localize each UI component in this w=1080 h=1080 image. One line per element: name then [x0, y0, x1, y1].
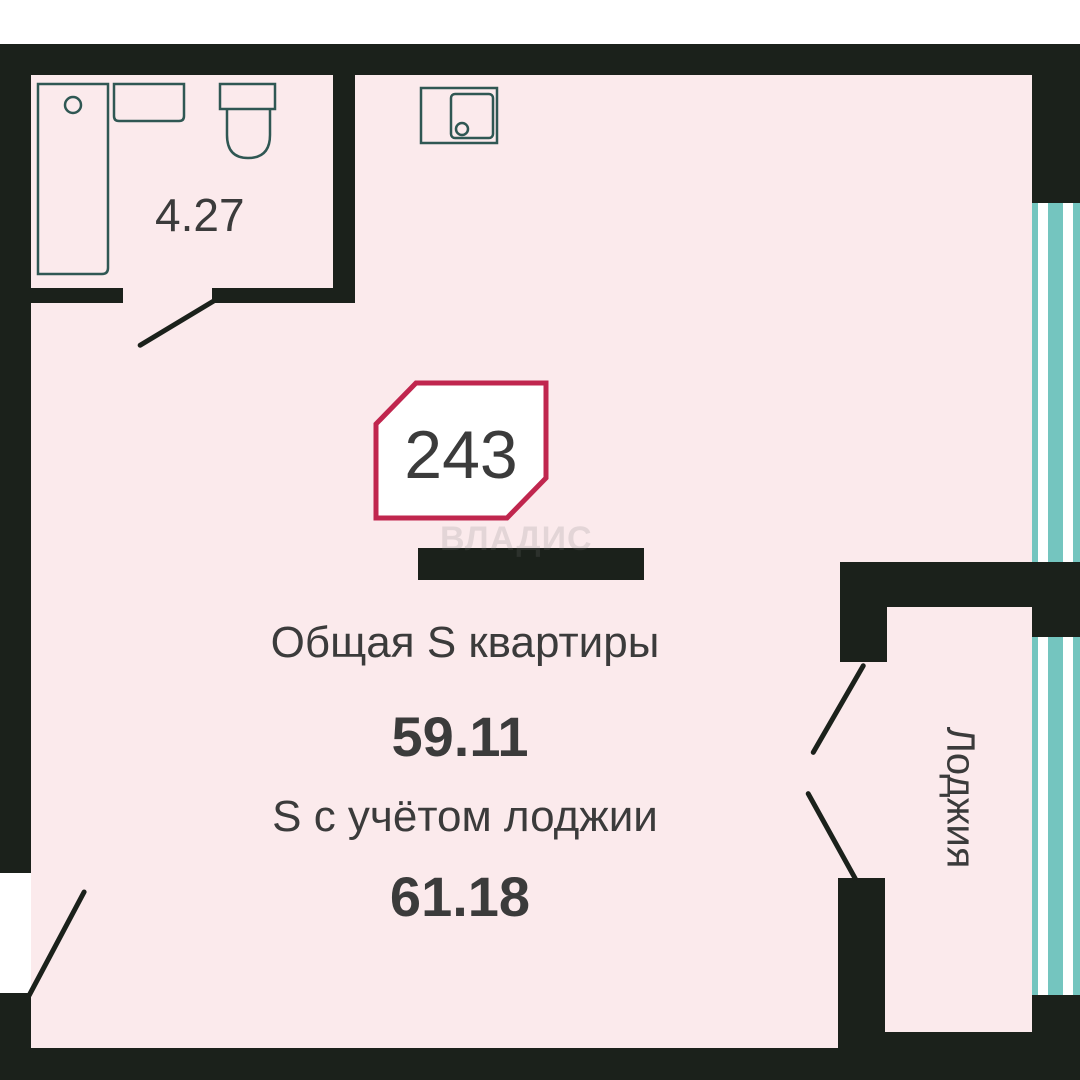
sink-icon	[112, 82, 186, 123]
toilet-bowl-icon	[225, 109, 272, 160]
loggia-label: Лоджия	[938, 726, 983, 869]
loggia-right-pier	[1032, 607, 1080, 637]
toilet-tank-icon	[218, 82, 277, 111]
watermark: ВЛАДИС	[440, 520, 593, 558]
total-area-label: Общая S квартиры	[270, 618, 660, 667]
area-with-loggia-value: 61.18	[389, 865, 531, 928]
right-wall-bottom	[1032, 995, 1080, 1080]
bathroom-fixtures	[36, 82, 277, 276]
right-wall-upper	[1032, 44, 1080, 203]
kitchen-counter-wall	[418, 548, 644, 580]
kitchen-sink-icon	[419, 86, 499, 145]
window-loggia	[1032, 637, 1080, 995]
apartment-number: 243	[404, 417, 518, 493]
total-area-value: 59.11	[391, 705, 529, 768]
bathtub-icon	[36, 82, 110, 276]
entrance-floor	[0, 873, 31, 993]
top-wall	[0, 44, 1080, 75]
bathroom-bottom-wall-right	[212, 288, 355, 303]
area-with-loggia-label: S с учётом лоджии	[272, 792, 658, 841]
bathroom-right-wall	[333, 75, 355, 303]
apartment-number-badge-frame	[373, 380, 549, 521]
bathroom-bottom-wall-left	[31, 288, 123, 303]
bathroom-area-label: 4.27	[155, 189, 245, 241]
loggia-partition-upper	[840, 607, 887, 662]
bathtub-drain-icon	[63, 95, 83, 115]
window-main-room	[1032, 203, 1080, 562]
loggia-top-wall	[840, 562, 1080, 607]
loggia-partition-lower	[838, 878, 885, 1080]
left-wall-upper	[0, 44, 31, 873]
